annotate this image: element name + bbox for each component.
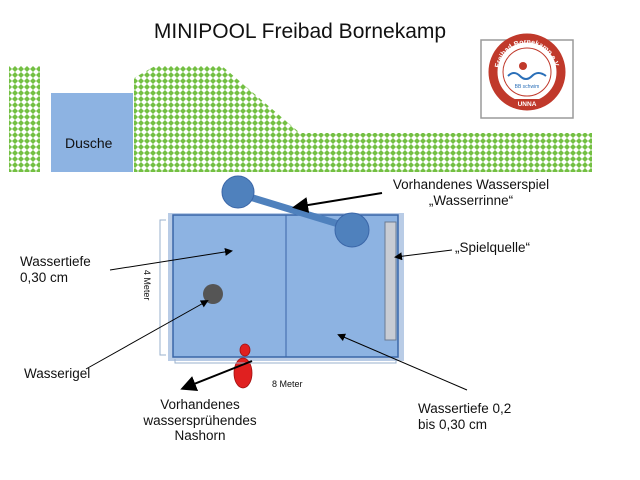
nashorn-line-1: Vorhandenes (160, 397, 240, 412)
dimension-height-bracket (159, 219, 166, 356)
logo-banner-text: UNNA (518, 101, 537, 108)
wasserrinne-node-left (221, 175, 255, 209)
dimension-width-label: 8 Meter (272, 379, 303, 389)
tiefe-right-label: Wassertiefe 0,2 bis 0,30 cm (418, 401, 511, 432)
tiefe-left-line-2: 0,30 cm (20, 269, 69, 285)
nashorn-head (239, 343, 251, 357)
nashorn-label: Vorhandenes wassersprühendes Nashorn (130, 397, 270, 444)
arrow-nashorn (180, 360, 253, 392)
wasserrinne-node-right (334, 212, 370, 248)
logo-water-wave (507, 72, 547, 80)
logo-inner-disc (502, 47, 552, 97)
wasserspiel-label: Vorhandenes Wasserspiel „Wasserrinne“ (382, 177, 560, 208)
spielquelle-label: „Spielquelle“ (455, 240, 531, 255)
club-logo: Freibad Bornekamp e.V. BB schwim UNNA (480, 33, 574, 119)
wasserigel-label: Wasserigel (24, 366, 91, 381)
wasserigel-marker (203, 284, 223, 304)
tiefe-right-line-2: bis 0,30 cm (418, 416, 488, 432)
grass-terrain (9, 66, 592, 172)
nashorn-line-2: wassersprühendes (143, 412, 257, 428)
shower-area (51, 93, 133, 172)
tiefe-right-line-1: Wassertiefe 0,2 (418, 401, 512, 416)
dimension-height-label: 4 Meter (142, 269, 153, 301)
nashorn-line-3: Nashorn (174, 428, 226, 444)
logo-banner (513, 99, 541, 108)
arrow-wasserigel (85, 300, 209, 370)
dimension-width-bracket (174, 359, 397, 364)
logo-swimmer-head (519, 62, 527, 70)
dusche-label: Dusche (65, 135, 113, 151)
tiefe-left-line-1: Wassertiefe (20, 254, 91, 269)
tiefe-left-label: Wassertiefe 0,30 cm (20, 254, 91, 285)
arrow-tiefe-right (337, 333, 468, 391)
logo-inner-text: BB schwim (515, 84, 540, 90)
page-title: MINIPOOL Freibad Bornekamp (153, 20, 447, 43)
spielquelle-fountain (384, 221, 397, 341)
wasserspiel-line-1: Vorhandenes Wasserspiel (392, 177, 550, 192)
wasserspiel-line-2: „Wasserrinne“ (428, 192, 514, 208)
arrow-tiefe-left (109, 247, 233, 271)
arrow-spielquelle (394, 249, 453, 261)
arrow-wasserspiel (292, 192, 383, 213)
